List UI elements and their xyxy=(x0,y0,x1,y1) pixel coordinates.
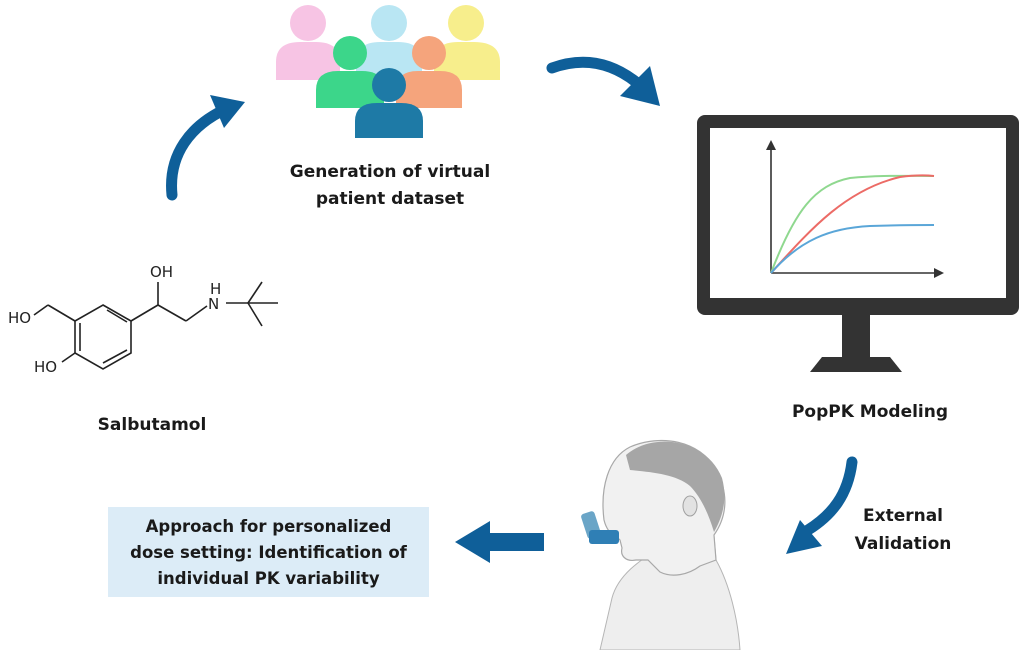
person-pink xyxy=(276,5,340,80)
arrow-validation-to-outcome xyxy=(455,521,544,563)
people-group-icon xyxy=(276,5,500,138)
person-orange xyxy=(396,36,462,108)
atom-amine-n: N xyxy=(208,295,219,313)
person-green xyxy=(316,36,384,108)
person-yellow xyxy=(434,5,500,80)
virtual-patient-label-line-1: Generation of virtual xyxy=(289,162,491,182)
personalized-dose-line-1: Approach for personalized xyxy=(145,517,392,536)
curve-blue xyxy=(770,224,935,274)
virtual-patient-label: Generation of virtual patient dataset xyxy=(265,159,515,213)
external-validation-label: External Validation xyxy=(838,502,968,558)
person-using-inhaler-icon xyxy=(581,439,741,650)
salbutamol-label: Salbutamol xyxy=(97,415,207,435)
virtual-patient-label-line-2: patient dataset xyxy=(315,189,465,209)
curve-red xyxy=(770,174,935,274)
atom-amine-h: H xyxy=(210,280,221,298)
atom-oh-top: OH xyxy=(150,263,173,281)
personalized-dose-line-3: individual PK variability xyxy=(157,569,380,588)
pk-curves-chart xyxy=(766,140,944,278)
inhaler-icon xyxy=(581,511,619,544)
computer-monitor-icon xyxy=(697,115,1019,372)
salbutamol-structure xyxy=(33,281,278,370)
arrow-patients-to-modeling xyxy=(546,56,660,106)
atom-ho-left: HO xyxy=(8,309,31,327)
personalized-dose-box: Approach for personalized dose setting: … xyxy=(108,507,429,597)
arrow-modeling-to-validation xyxy=(786,456,858,554)
external-validation-line-2: Validation xyxy=(854,534,952,554)
atom-ho-bottom: HO xyxy=(34,358,57,376)
poppk-modeling-label: PopPK Modeling xyxy=(791,402,949,422)
external-validation-line-1: External xyxy=(862,506,944,526)
person-dark-blue xyxy=(355,68,423,138)
personalized-dose-line-2: dose setting: Identification of xyxy=(130,543,407,562)
person-light-blue xyxy=(356,5,422,80)
arrow-molecule-to-patients xyxy=(166,95,245,201)
